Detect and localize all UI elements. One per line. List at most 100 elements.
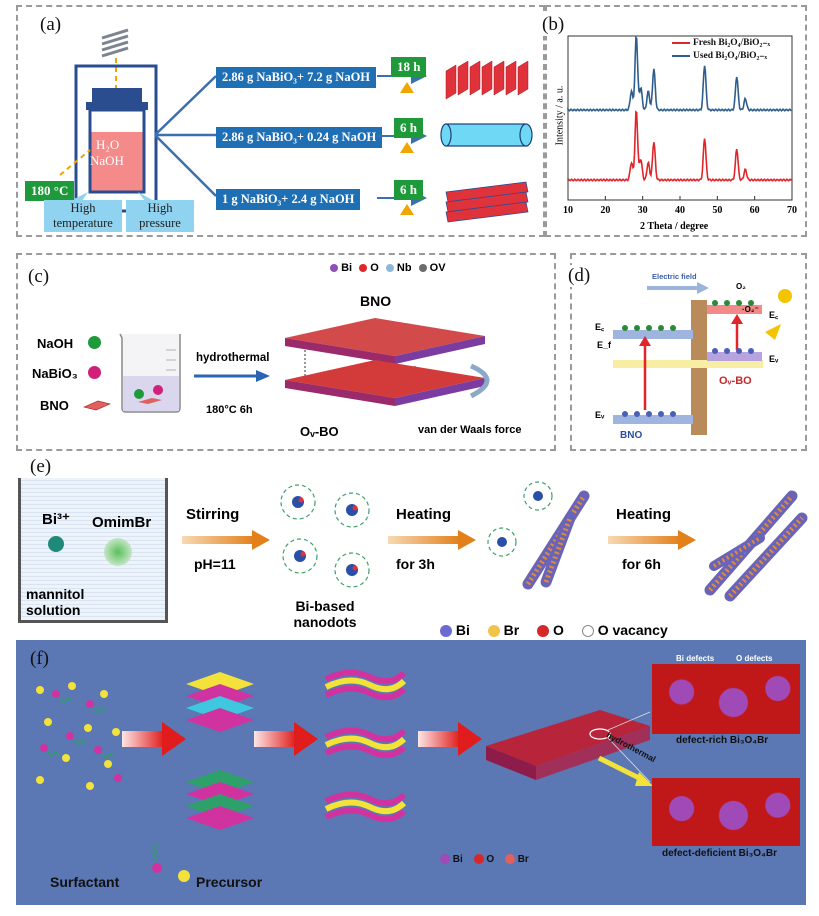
panel-b-label: (b) xyxy=(540,14,567,36)
naoh-dot-icon xyxy=(88,336,101,349)
x-tick-label: 40 xyxy=(675,205,685,216)
o-atom-icon xyxy=(359,264,368,273)
rods-intermediate-graphic xyxy=(487,481,590,590)
panel-b xyxy=(545,5,807,237)
sun-icon xyxy=(778,289,792,303)
o2-minus-label: ·O₂⁻ xyxy=(742,305,759,314)
legend-used-text: Used Bi₂O₄/BiO₂₋ₓ xyxy=(693,51,768,61)
product-nanotube xyxy=(440,123,533,147)
high-temperature-box: High temperature xyxy=(44,200,122,232)
vdw-label: van der Waals force xyxy=(418,424,522,436)
ovbo-d-label: Oᵥ-BO xyxy=(719,375,752,387)
hydrothermal-arrow xyxy=(194,370,270,382)
series-fresh-line xyxy=(567,110,792,182)
product-nanosheet-stack-1 xyxy=(445,60,529,100)
x-tick-label: 60 xyxy=(750,205,760,216)
step1-top: Stirring xyxy=(186,506,240,523)
step3-top: Heating xyxy=(616,506,672,523)
bno-sheet-icon xyxy=(83,400,111,411)
hydrothermal-condition: 180°C 6h xyxy=(206,404,253,416)
surfactant-label: Surfactant xyxy=(50,874,120,890)
layered-stack-bottom xyxy=(186,770,254,830)
bi3-ion-icon xyxy=(48,536,64,552)
legend-used-swatch xyxy=(672,54,690,57)
legend-fresh-swatch xyxy=(672,41,690,44)
ev-left-label: Eᵥ xyxy=(595,410,605,420)
nabio3-dot-icon xyxy=(88,366,101,379)
wavy-sheets xyxy=(324,669,407,823)
band-diagram xyxy=(613,282,792,435)
br-atom-icon xyxy=(504,854,515,865)
electric-field-label: Electric field xyxy=(652,272,697,281)
nabio3-label: NaBiO₃ xyxy=(32,366,78,381)
step1-arrow xyxy=(182,530,270,550)
defect-rich-image xyxy=(652,664,800,734)
condition-1-time: 18 h xyxy=(391,57,427,77)
panel-a xyxy=(16,5,545,237)
x-tick-label: 10 xyxy=(563,205,573,216)
bi3-label: Bi³⁺ xyxy=(42,511,70,528)
step2-top: Heating xyxy=(396,506,452,523)
rods-final-graphic xyxy=(704,490,808,602)
triangle-icon xyxy=(400,204,414,215)
triangle-icon xyxy=(400,142,414,153)
bi-atom-icon xyxy=(440,625,452,638)
x-tick-label: 30 xyxy=(638,205,648,216)
ovbo-bilayer-graphic xyxy=(285,318,490,406)
step1-bottom: pH=11 xyxy=(194,556,236,572)
crystal-slab xyxy=(486,710,651,783)
ec-left-label: E꜀ xyxy=(595,322,605,332)
o-atom-icon xyxy=(537,625,550,638)
surfactant-icon xyxy=(151,843,162,873)
ov-atom-icon xyxy=(418,264,427,273)
high-pressure-box: High pressure xyxy=(126,200,194,232)
beaker-graphic xyxy=(119,333,181,413)
legend-fresh-text: Fresh Bi₂O₄/BiO₂₋ₓ xyxy=(693,38,771,48)
panel-c-label: (c) xyxy=(28,266,50,287)
panel-d-label: (d) xyxy=(566,265,593,287)
xrd-legend-used: Used Bi₂O₄/BiO₂₋ₓ xyxy=(672,50,767,61)
x-tick-label: 20 xyxy=(600,205,610,216)
condition-3-recipe: 1 g NaBiO₃+ 2.4 g NaOH xyxy=(216,189,361,210)
x-tick-label: 70 xyxy=(787,205,797,216)
red-arrow-3 xyxy=(418,722,482,756)
naoh-label: NaOH xyxy=(37,336,74,351)
panel-c xyxy=(16,253,556,451)
panel-d xyxy=(570,253,807,451)
bi-atom-icon xyxy=(330,264,338,273)
hydrothermal-arrow-f xyxy=(597,755,653,786)
legend-nb: Nb xyxy=(396,262,412,274)
mannitol-label: mannitol solution xyxy=(26,586,85,618)
panel-e-label: (e) xyxy=(30,456,52,477)
step2-bottom: for 3h xyxy=(396,556,435,572)
ef-label: E_f xyxy=(597,340,612,350)
panel-e-legend: Bi Br O O vacancy xyxy=(440,622,668,638)
precursor-label: Precursor xyxy=(196,874,263,890)
legend-e-br: Br xyxy=(503,622,520,638)
condition-3-time: 6 h xyxy=(394,180,423,200)
precursor-icon xyxy=(178,870,190,882)
hydrothermal-label: hydrothermal xyxy=(196,352,270,364)
branch-lines xyxy=(154,75,217,197)
br-atom-icon xyxy=(487,625,500,638)
step3-arrow xyxy=(608,530,696,550)
legend-f-br: Br xyxy=(517,854,529,865)
solution-beaker xyxy=(18,478,168,623)
panel-a-vessel-graphic xyxy=(52,28,170,213)
panel-a-label: (a) xyxy=(40,14,62,35)
defect-deficient-image xyxy=(652,778,800,846)
nanodots-label: Bi-based nanodots xyxy=(293,598,357,630)
product-nanosheet-stack-2 xyxy=(445,181,529,223)
legend-e-bi: Bi xyxy=(455,622,470,638)
ec-right-label: E꜀ xyxy=(769,310,779,320)
o-defects-label: O defects xyxy=(736,654,773,663)
triangle-icon xyxy=(400,82,414,93)
vessel-text-naoh: NaOH xyxy=(90,153,124,168)
condition-1-recipe: 2.86 g NaBiO₃+ 7.2 g NaOH xyxy=(216,67,377,88)
bi-defects-label: Bi defects xyxy=(676,654,715,663)
condition-2-recipe: 2.86 g NaBiO₃+ 0.24 g NaOH xyxy=(216,127,383,148)
series-used-line xyxy=(567,35,792,112)
panel-f-label: (f) xyxy=(30,648,49,669)
red-arrow-1 xyxy=(122,722,186,756)
